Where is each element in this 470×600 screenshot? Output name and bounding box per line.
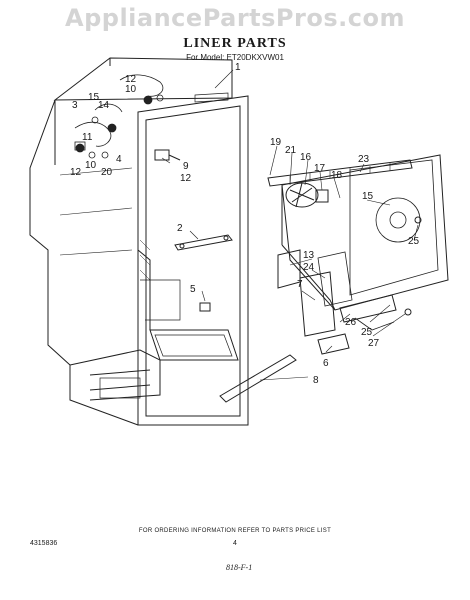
diagram-title: LINER PARTS: [183, 36, 287, 51]
callout-label: 12: [70, 167, 82, 178]
clip-part: [199, 302, 211, 312]
callout-label: 24: [303, 262, 315, 273]
callout-label: 8: [313, 375, 319, 386]
callout-label: 27: [368, 338, 380, 349]
callout-label: 25: [408, 236, 420, 247]
document-number: 4315836: [30, 540, 58, 547]
callout-label: 3: [72, 100, 78, 111]
control-wiring: [74, 74, 164, 159]
callout-label: 14: [98, 100, 110, 111]
fan-motor: [285, 182, 329, 208]
callout-label: 7: [297, 279, 303, 290]
callout-label: 25: [361, 327, 373, 338]
liner-cabinet: [29, 57, 249, 426]
callout-label: 13: [303, 250, 315, 261]
damper-assembly: [339, 216, 422, 331]
callout-label: 26: [345, 317, 357, 328]
leader-lines: [161, 69, 419, 381]
callout-label: 4: [116, 154, 122, 165]
callout-label: 15: [362, 191, 374, 202]
callout-label: 1: [235, 62, 241, 73]
callout-numbers: 1 12 10 3 15 14 11 10 4 12 20 9 12 19 21…: [70, 62, 420, 386]
ordering-info-footer: FOR ORDERING INFORMATION REFER TO PARTS …: [138, 528, 332, 534]
callout-label: 2: [177, 223, 183, 234]
callout-label: 20: [101, 167, 113, 178]
watermark-text: AppliancePartsPros.com: [65, 4, 405, 32]
callout-label: 12: [125, 74, 137, 85]
callout-label: 12: [180, 173, 192, 184]
model-line: For Model: ET20DKXVW01: [186, 53, 284, 62]
callout-label: 21: [285, 145, 297, 156]
evaporator-cover: [281, 154, 449, 311]
callout-label: 15: [88, 92, 100, 103]
air-duct: [277, 249, 353, 337]
rail-bracket: [174, 234, 233, 251]
callout-label: 19: [270, 137, 282, 148]
callout-label: 10: [85, 160, 97, 171]
light-socket: [154, 149, 181, 161]
callout-label: 17: [314, 163, 326, 174]
callout-label: 6: [323, 358, 329, 369]
bracket-part: [317, 333, 350, 355]
figure-code: 818-F-1: [226, 563, 253, 572]
callout-label: 10: [125, 84, 137, 95]
callout-label: 9: [183, 161, 189, 172]
page-number: 4: [233, 540, 237, 547]
callout-label: 18: [331, 170, 343, 181]
callout-label: 16: [300, 152, 312, 163]
callout-label: 11: [82, 132, 93, 143]
callout-label: 23: [358, 154, 370, 165]
callout-label: 5: [190, 284, 196, 295]
trim-strip: [219, 354, 297, 403]
